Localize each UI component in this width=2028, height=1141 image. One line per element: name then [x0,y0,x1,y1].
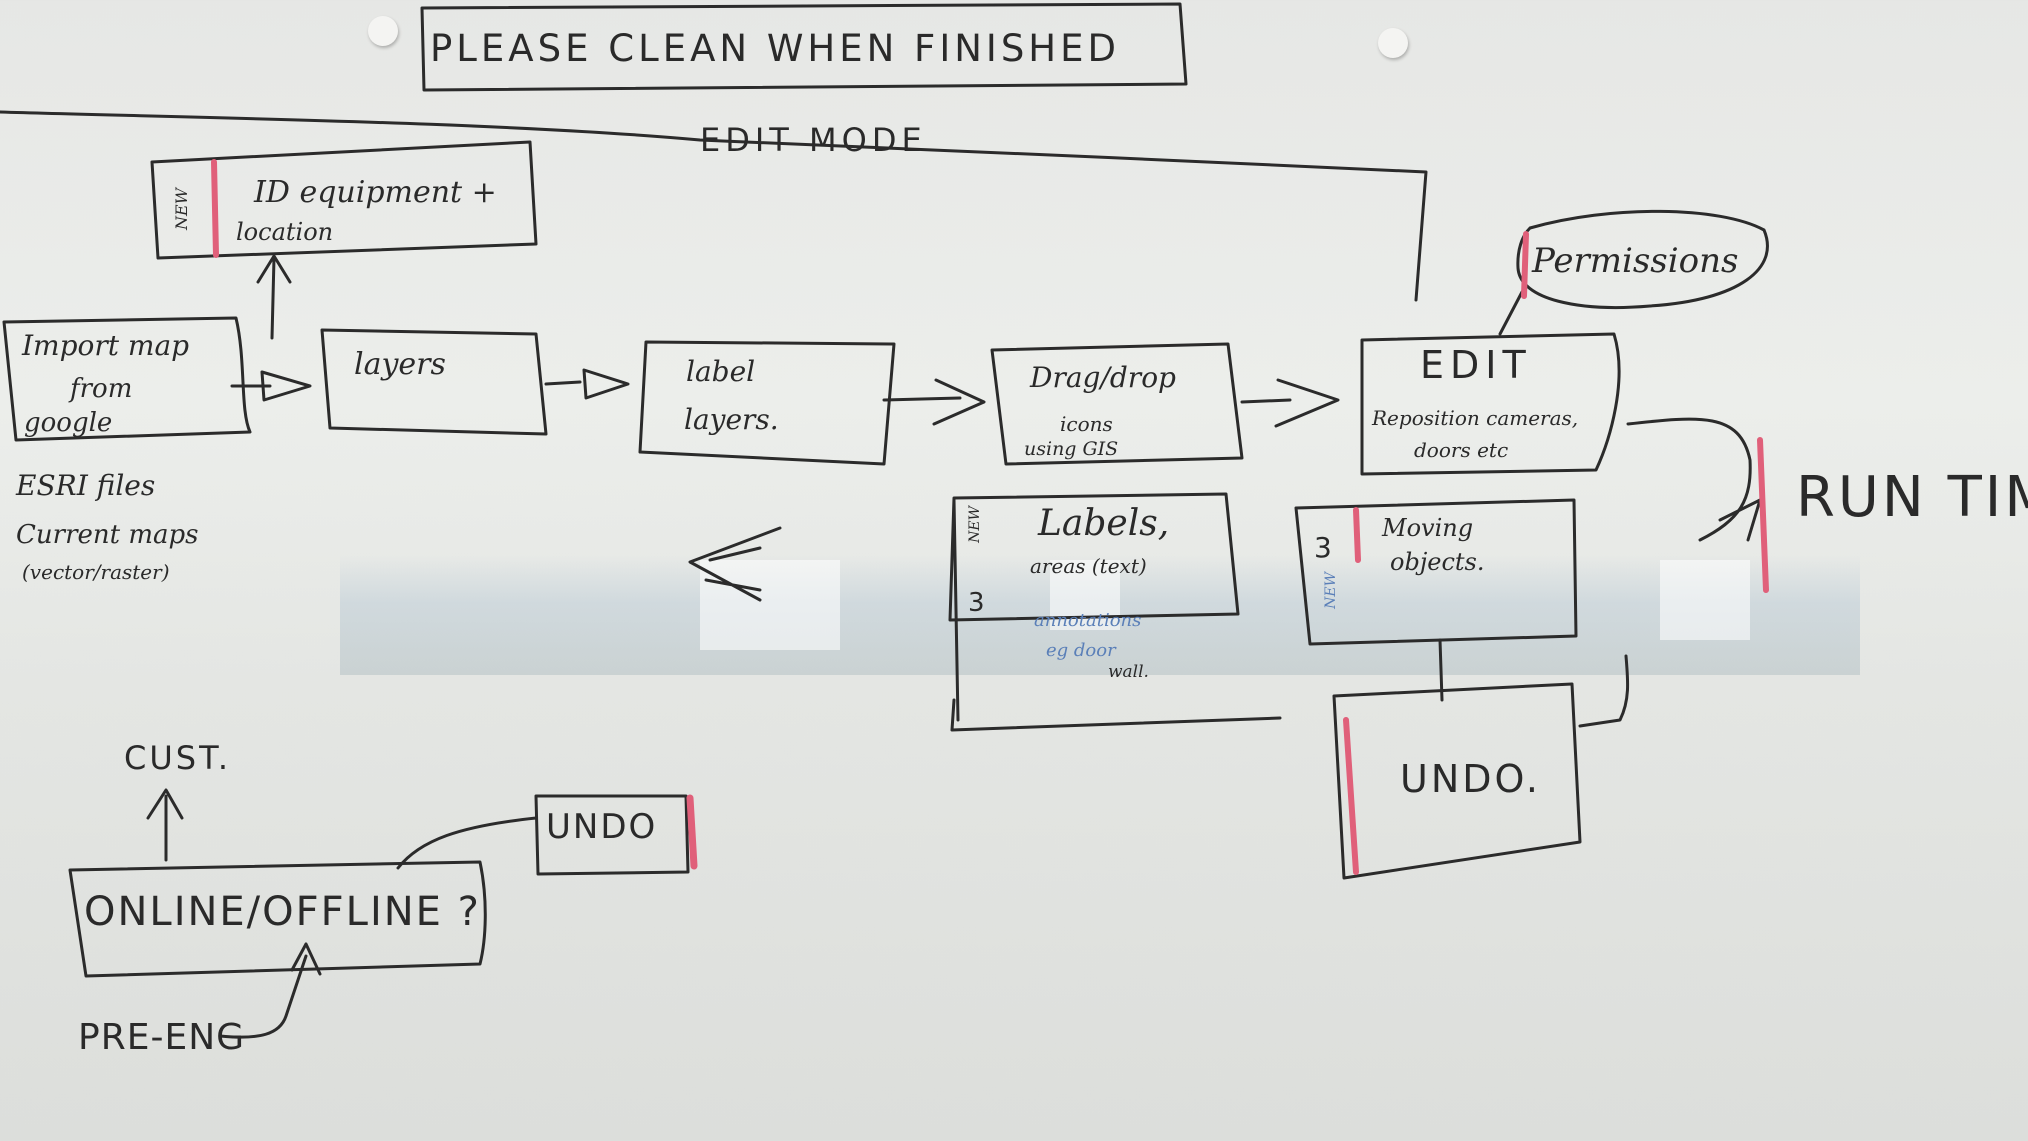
sign-frame [420,2,1188,92]
id-equipment-line2: location [236,218,334,246]
moving-objects-line1: Moving [1382,514,1474,542]
magnet [1378,28,1408,58]
new-tag: NEW [967,506,983,543]
red-mark [1343,717,1359,875]
new-tag-line [952,498,960,722]
pre-eng-arrow [218,942,322,1039]
arrow-right [882,378,986,426]
undo-right-label: UNDO. [1400,757,1541,801]
drag-drop-line1: Drag/drop [1030,361,1176,394]
online-offline-box [68,860,487,978]
online-offline-label: ONLINE/OFFLINE ? [84,889,481,935]
red-mark [1521,231,1529,299]
id-equipment-box [150,140,538,260]
undo-right-box [1332,682,1582,880]
pre-eng-label: PRE-ENG [78,1017,246,1058]
back-arrow [688,526,782,602]
undo-left-label: UNDO [546,807,658,847]
new-tag: NEW [1323,572,1339,609]
import-map-line1: Import map [22,329,190,362]
import-map-line3: google [24,408,113,438]
labels-number: 3 [968,588,985,618]
labels-line3: annotations [1034,610,1142,631]
undo-left-box [534,794,690,876]
red-mark [211,159,219,258]
red-mark [1757,437,1769,593]
labels-line1: Labels, [1038,503,1170,544]
magnet [368,16,398,46]
import-map-line2: from [70,374,133,404]
bracket-bottom [950,698,1282,732]
arrow-right [544,368,630,400]
moving-objects-number: 3 [1314,531,1332,564]
labels-box [948,492,1240,622]
labels-line4: eg door [1046,640,1116,661]
run-time-arrow [1626,417,1762,542]
red-mark [686,794,698,870]
drag-drop-box [990,342,1244,466]
arrow-up [146,788,184,862]
moving-objects-box [1294,498,1578,646]
esri-note-line1: ESRI files [16,469,156,502]
import-map-box [2,316,252,442]
arrow-right [1240,378,1340,428]
edit-line3: doors etc [1414,438,1509,462]
glare [700,560,840,650]
esri-note-line3: (vector/raster) [22,560,170,584]
glare [1660,560,1750,640]
new-tag: NEW [172,187,191,230]
connector [396,816,538,870]
permissions-ellipse [1516,209,1769,309]
labels-line2: areas (text) [1030,554,1147,578]
edit-mode-bracket [0,110,1428,302]
connector [1578,654,1630,728]
layers-box [320,328,548,436]
cust-label: CUST. [124,739,231,777]
esri-note-line2: Current maps [16,520,199,550]
edit-mode-title: EDIT MODE [700,121,927,159]
layers-label: layers [354,347,446,382]
clean-sign-text: PLEASE CLEAN WHEN FINISHED [430,27,1121,70]
red-mark [1353,507,1361,563]
edit-box [1360,332,1621,476]
moving-objects-line2: objects. [1390,548,1485,576]
permissions-label: Permissions [1532,241,1739,281]
edit-heading: EDIT [1420,343,1532,387]
label-layers-line1: label [686,355,756,388]
drag-drop-line2: icons [1060,412,1113,436]
label-layers-box [638,340,896,466]
labels-line5: wall. [1108,662,1149,682]
run-time-label: RUN TIME [1796,465,2028,530]
drag-drop-line3: using GIS [1024,438,1119,460]
arrow-up [256,254,292,340]
arrow-right [230,370,312,402]
connector [1498,290,1524,336]
id-equipment-line1: ID equipment + [254,175,497,210]
edit-line2: Reposition cameras, [1372,406,1579,430]
label-layers-line2: layers. [684,403,779,436]
